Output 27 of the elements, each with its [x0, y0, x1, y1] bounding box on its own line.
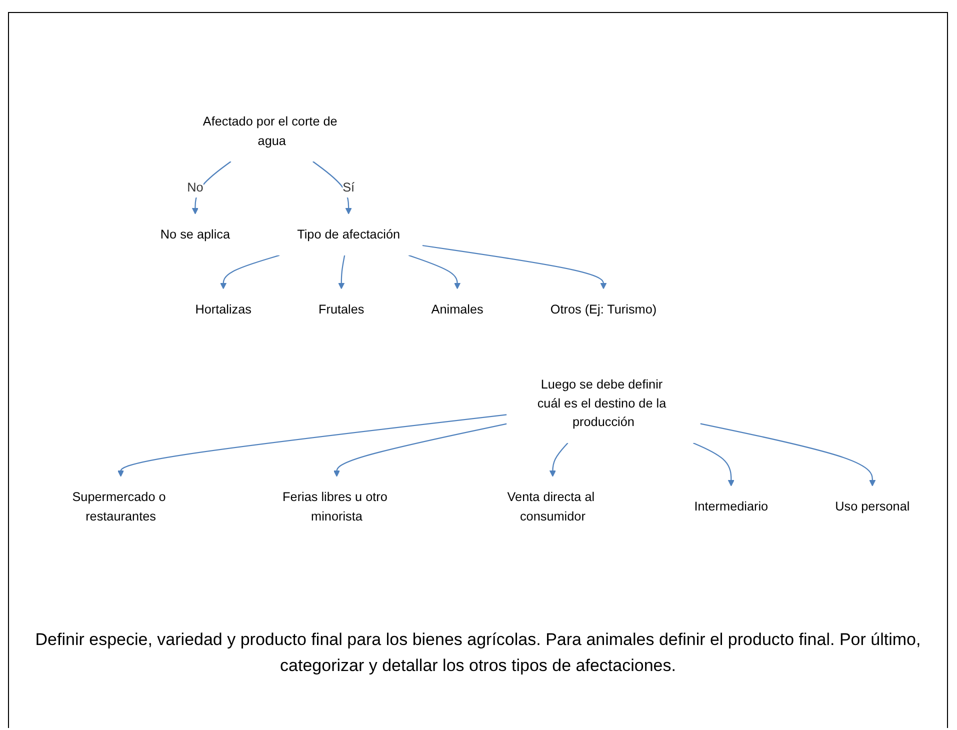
node-text: Frutales [318, 302, 364, 316]
node-text: Otros (Ej: Turismo) [550, 302, 657, 316]
node-text: Hortalizas [195, 302, 252, 316]
node-text: Ferias libres u otro minorista [282, 490, 388, 524]
node-text: Venta directa al consumidor [507, 490, 595, 524]
arrow [700, 423, 876, 486]
note-text: Definir especie, variedad y producto final para los bienes agrícolas. Para animales definir el producto final. Por último, categorizar y detallar los otros tipos de afectaciones. [34, 629, 922, 676]
node-text: Intermediario [694, 499, 768, 514]
arrow [333, 423, 507, 477]
arrow [693, 442, 734, 486]
arrow [408, 254, 461, 290]
arrow [192, 161, 232, 214]
node-text: Animales [431, 302, 484, 316]
node-text: Tipo de afectación [297, 227, 400, 242]
node-text: Afectado por el corte de agua [202, 114, 338, 148]
node-text: Uso personal [835, 499, 910, 514]
arrow [220, 254, 280, 290]
arrow [118, 414, 507, 477]
arrow [549, 442, 568, 477]
node-text: Supermercado o restaurantes [72, 490, 166, 524]
arrow [338, 255, 346, 290]
arrow [312, 161, 352, 214]
node-text: Luego se debe definir cuál es el destino de la producción [537, 377, 666, 430]
edge-label: Sí [342, 180, 355, 195]
node-text: No se aplica [160, 227, 230, 242]
arrow [422, 244, 607, 290]
edge-label: No [187, 180, 204, 195]
